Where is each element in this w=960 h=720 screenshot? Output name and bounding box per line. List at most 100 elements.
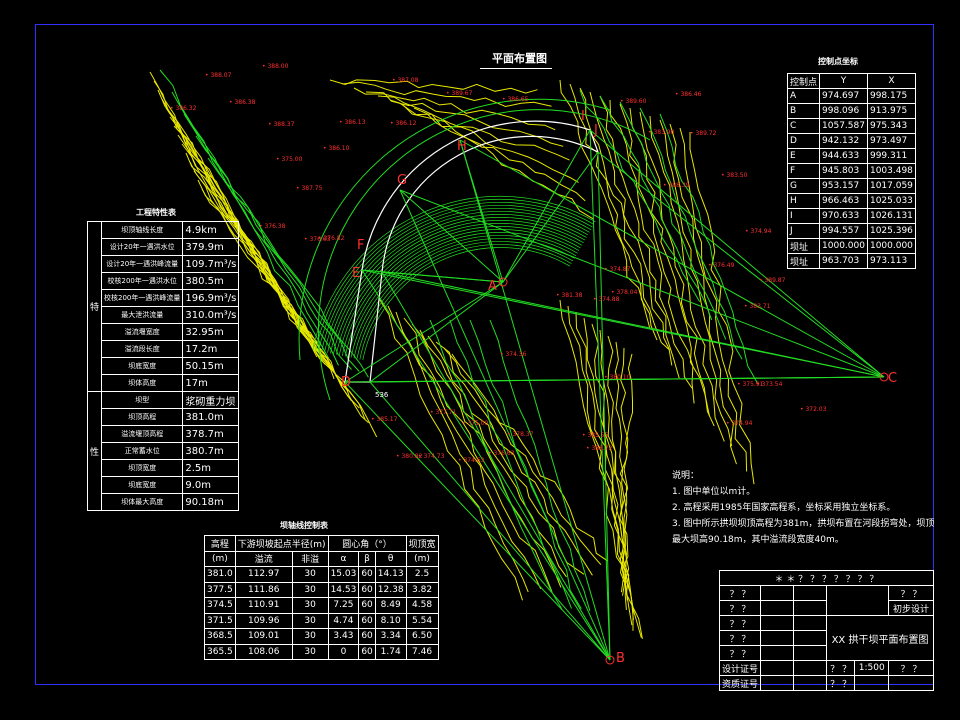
elevation-label: • 386.46 — [675, 91, 702, 98]
contour-yellow — [401, 103, 586, 202]
elevation-label: • 375.00 — [462, 420, 489, 427]
ctrl-cell: 30 — [291, 643, 329, 660]
coord-cell: A — [786, 88, 821, 104]
coord-cell: 974.697 — [819, 88, 868, 104]
eng-value: 196.9m³/s — [182, 289, 240, 307]
elevation-label: • 389.60 — [620, 98, 647, 105]
control-ray-lines — [344, 129, 889, 665]
ctrl-cell: 6.50 — [405, 628, 439, 645]
drawing-border — [35, 24, 934, 685]
contour-yellow — [395, 311, 542, 590]
coord-cell: C — [786, 118, 821, 134]
contour-yellow — [427, 335, 585, 575]
ctrl-cell: 30 — [291, 581, 329, 598]
contour-yellow — [411, 323, 562, 588]
ctrl-cell: 365.5 — [204, 643, 236, 660]
contour-green — [449, 319, 572, 609]
coord-cell: 963.703 — [819, 253, 868, 269]
ctrl-h: 坝顶宽 — [405, 535, 439, 552]
dam-arch-line — [359, 244, 572, 360]
ctrl-cell: 374.5 — [204, 597, 236, 614]
note-line-1: 1. 图中单位以m计。 — [672, 487, 756, 497]
ctrl-cell: 60 — [358, 612, 376, 629]
contour-yellow — [609, 99, 693, 389]
ctrl-cell: 12.38 — [374, 581, 407, 598]
ctrl-cell: 112.97 — [234, 566, 293, 583]
ctrl-cell: 5.54 — [405, 612, 439, 629]
scale-value: 1:500 — [854, 660, 890, 676]
control-point-label: E — [352, 266, 360, 281]
notes-title: 说明： — [672, 471, 700, 481]
coord-header-cell: 控制点 — [786, 73, 821, 89]
contour-green — [195, 135, 360, 372]
eng-value: 32.95m — [182, 323, 240, 341]
elevation-label: • 381.38 — [556, 292, 583, 299]
coord-cell: G — [786, 178, 821, 194]
contour-yellow — [403, 317, 553, 593]
ctrl-cell: 368.5 — [204, 628, 236, 645]
contour-green — [659, 113, 758, 384]
eng-value: 50.15m — [182, 357, 240, 375]
notes-block: 说明： 1. 图中单位以m计。 2. 高程采用1985年国家高程系，坐标采用独立… — [672, 468, 934, 548]
elevation-label: • 374.87 — [604, 266, 631, 273]
contour-yellow — [619, 103, 695, 404]
eng-table-title: 工程特性表 — [136, 208, 176, 217]
dam-arch-line — [312, 195, 596, 350]
eng-value: 379.9m — [182, 238, 240, 256]
eng-value: 380.7m — [182, 442, 240, 460]
tb-cell: ？ ？ — [718, 630, 762, 646]
ray-from-A — [369, 281, 504, 383]
coord-cell: J — [786, 223, 821, 239]
tb-cell: ？ ？ — [826, 675, 856, 691]
coord-cell: 坝址 — [786, 253, 821, 269]
contour-yellow — [679, 127, 748, 472]
eng-label: 坝底宽度 — [101, 476, 184, 494]
elevation-label: • 376.49 — [708, 262, 735, 269]
elevation-label: • 389.72 — [690, 130, 717, 137]
dam-arch-line — [324, 208, 590, 353]
ctrl-cell: 30 — [291, 597, 329, 614]
ray-from-B — [589, 129, 611, 661]
contour-yellow — [659, 119, 733, 447]
elevation-label: • 374.73 — [418, 453, 445, 460]
dam-arch-line — [362, 247, 571, 361]
yellow-contour-lines — [149, 71, 755, 639]
eng-label: 校核200年一遇洪水位 — [101, 272, 184, 290]
contour-yellow — [589, 91, 673, 366]
dam-arch-line — [333, 217, 586, 355]
coord-cell: 1025.033 — [866, 193, 916, 209]
contour-yellow — [329, 79, 538, 94]
ray-from-B — [381, 271, 611, 661]
coord-cell: F — [786, 163, 821, 179]
eng-value: 2.5m — [182, 459, 240, 477]
coord-header-cell: Y — [819, 73, 868, 89]
contour-green — [619, 101, 727, 340]
elevation-label: • 374.94 — [726, 420, 753, 427]
control-point-marker — [879, 372, 889, 382]
ctrl-cell: 111.86 — [234, 581, 293, 598]
ctrl-cell: 60 — [358, 581, 376, 598]
ctrl-cell: 109.96 — [234, 612, 293, 629]
ray-from-A — [399, 189, 504, 283]
ctrl-cell: 30 — [291, 566, 329, 583]
coord-cell: 998.175 — [866, 88, 916, 104]
coord-cell: 坝址 — [786, 238, 821, 254]
elevation-label: • 374.88 — [593, 296, 620, 303]
coord-cell: 999.311 — [866, 148, 916, 164]
